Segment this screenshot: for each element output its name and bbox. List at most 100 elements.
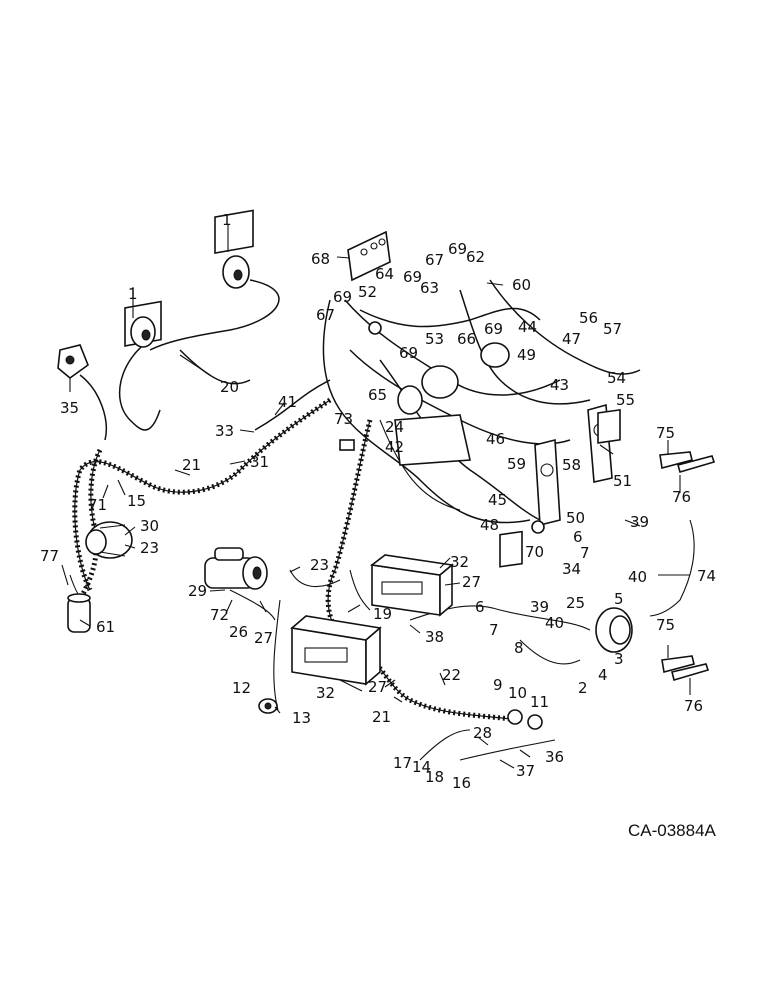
- callout-13: 13: [292, 709, 311, 727]
- bracket-75-lower: [661, 655, 695, 673]
- callout-1b: 1: [128, 285, 138, 303]
- callout-10: 10: [508, 684, 527, 702]
- callout-11: 11: [530, 693, 549, 711]
- horn-1a: [214, 209, 254, 289]
- callout-47: 47: [562, 330, 581, 348]
- callout-44: 44: [518, 318, 537, 336]
- leader-lines: [61, 225, 691, 769]
- callout-12: 12: [232, 679, 251, 697]
- callout-22: 22: [442, 666, 461, 684]
- callout-36: 36: [545, 748, 564, 766]
- alternator-30: [85, 521, 133, 559]
- callout-34: 34: [562, 560, 581, 578]
- plate-68: [347, 230, 391, 282]
- starter-29: [204, 547, 268, 590]
- callout-64: 64: [375, 265, 394, 283]
- callout-42: 42: [385, 438, 404, 456]
- callout-5: 5: [614, 590, 624, 608]
- callout-56: 56: [579, 309, 598, 327]
- callout-52: 52: [358, 283, 377, 301]
- callout-32b: 32: [316, 684, 335, 702]
- callout-66: 66: [457, 330, 476, 348]
- callout-48: 48: [480, 516, 499, 534]
- battery-32-lower: [290, 615, 382, 686]
- callout-73: 73: [334, 410, 353, 428]
- bracket-50: [534, 438, 561, 527]
- callout-67a: 67: [425, 251, 444, 269]
- callout-50: 50: [566, 509, 585, 527]
- callout-33: 33: [215, 422, 234, 440]
- callout-43: 43: [550, 376, 569, 394]
- switch-10-11: [507, 709, 543, 730]
- callout-40b: 40: [545, 614, 564, 632]
- callout-8: 8: [514, 639, 524, 657]
- gauge-cluster: [368, 321, 510, 466]
- bracket-76-upper: [677, 455, 716, 473]
- callout-2: 2: [578, 679, 588, 697]
- callout-25: 25: [566, 594, 585, 612]
- callout-39b: 39: [530, 598, 549, 616]
- callout-55: 55: [616, 391, 635, 409]
- callout-23a: 23: [140, 539, 159, 557]
- callout-7b: 7: [489, 621, 499, 639]
- callout-59: 59: [507, 455, 526, 473]
- callout-65: 65: [368, 386, 387, 404]
- callout-3: 3: [614, 650, 624, 668]
- callout-69b: 69: [333, 288, 352, 306]
- lamp-39-lower: [499, 530, 523, 568]
- callout-76a: 76: [672, 488, 691, 506]
- callout-27c: 27: [368, 678, 387, 696]
- callout-68: 68: [311, 250, 330, 268]
- callout-69a: 69: [448, 240, 467, 258]
- bracket-75-upper: [659, 451, 693, 470]
- callout-19: 19: [373, 605, 392, 623]
- callout-45: 45: [488, 491, 507, 509]
- callout-75b: 75: [656, 616, 675, 634]
- callout-49: 49: [517, 346, 536, 364]
- callout-69e: 69: [399, 344, 418, 362]
- callout-17: 17: [393, 754, 412, 772]
- callout-69c: 69: [403, 268, 422, 286]
- callout-21a: 21: [182, 456, 201, 474]
- connector-70: [531, 520, 545, 534]
- switch-35: [57, 344, 89, 380]
- bracket-76-lower: [671, 663, 710, 682]
- callout-69d: 69: [484, 320, 503, 338]
- callout-74: 74: [697, 567, 716, 585]
- callout-67b: 67: [316, 306, 335, 324]
- callout-54: 54: [607, 369, 626, 387]
- callout-53: 53: [425, 330, 444, 348]
- battery-32-upper: [370, 554, 454, 617]
- callout-60: 60: [512, 276, 531, 294]
- callout-63: 63: [420, 279, 439, 297]
- connector-73: [339, 439, 355, 451]
- drawing-code: CA-03884A: [628, 821, 717, 840]
- callout-77: 77: [40, 547, 59, 565]
- callout-70: 70: [525, 543, 544, 561]
- callout-41: 41: [278, 393, 297, 411]
- callout-40a: 40: [628, 568, 647, 586]
- callout-75a: 75: [656, 424, 675, 442]
- callouts: 1 1 2 3 4 5 6 6 7 7 8 9 10 11 12 13 14 1…: [40, 211, 716, 792]
- lamp-39-upper: [597, 408, 621, 444]
- callout-23b: 23: [310, 556, 329, 574]
- callout-35: 35: [60, 399, 79, 417]
- callout-37: 37: [516, 762, 535, 780]
- callout-26: 26: [229, 623, 248, 641]
- callout-51: 51: [613, 472, 632, 490]
- callout-32a: 32: [450, 553, 469, 571]
- callout-57: 57: [603, 320, 622, 338]
- callout-31: 31: [250, 453, 269, 471]
- callout-38: 38: [425, 628, 444, 646]
- callout-27a: 27: [254, 629, 273, 647]
- callout-4: 4: [598, 666, 608, 684]
- callout-30: 30: [140, 517, 159, 535]
- callout-61: 61: [96, 618, 115, 636]
- callout-20: 20: [220, 378, 239, 396]
- callout-18: 18: [425, 768, 444, 786]
- callout-58: 58: [562, 456, 581, 474]
- callout-76b: 76: [684, 697, 703, 715]
- callout-72: 72: [210, 606, 229, 624]
- sender-12: [258, 698, 278, 714]
